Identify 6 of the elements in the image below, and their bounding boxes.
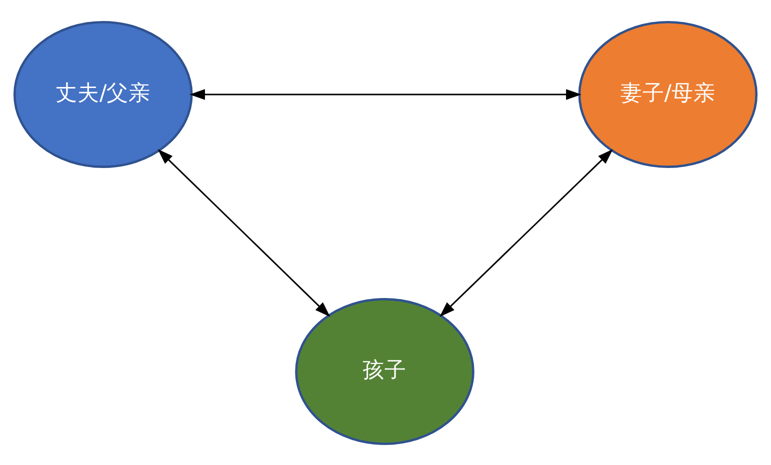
arrow: [190, 88, 582, 100]
arrow: [440, 148, 613, 316]
node-ellipse: 孩子: [295, 298, 474, 444]
node-ellipse: 丈夫/父亲: [13, 20, 193, 168]
node-ellipse: 妻子/母亲: [578, 20, 758, 168]
arrow: [158, 148, 330, 316]
